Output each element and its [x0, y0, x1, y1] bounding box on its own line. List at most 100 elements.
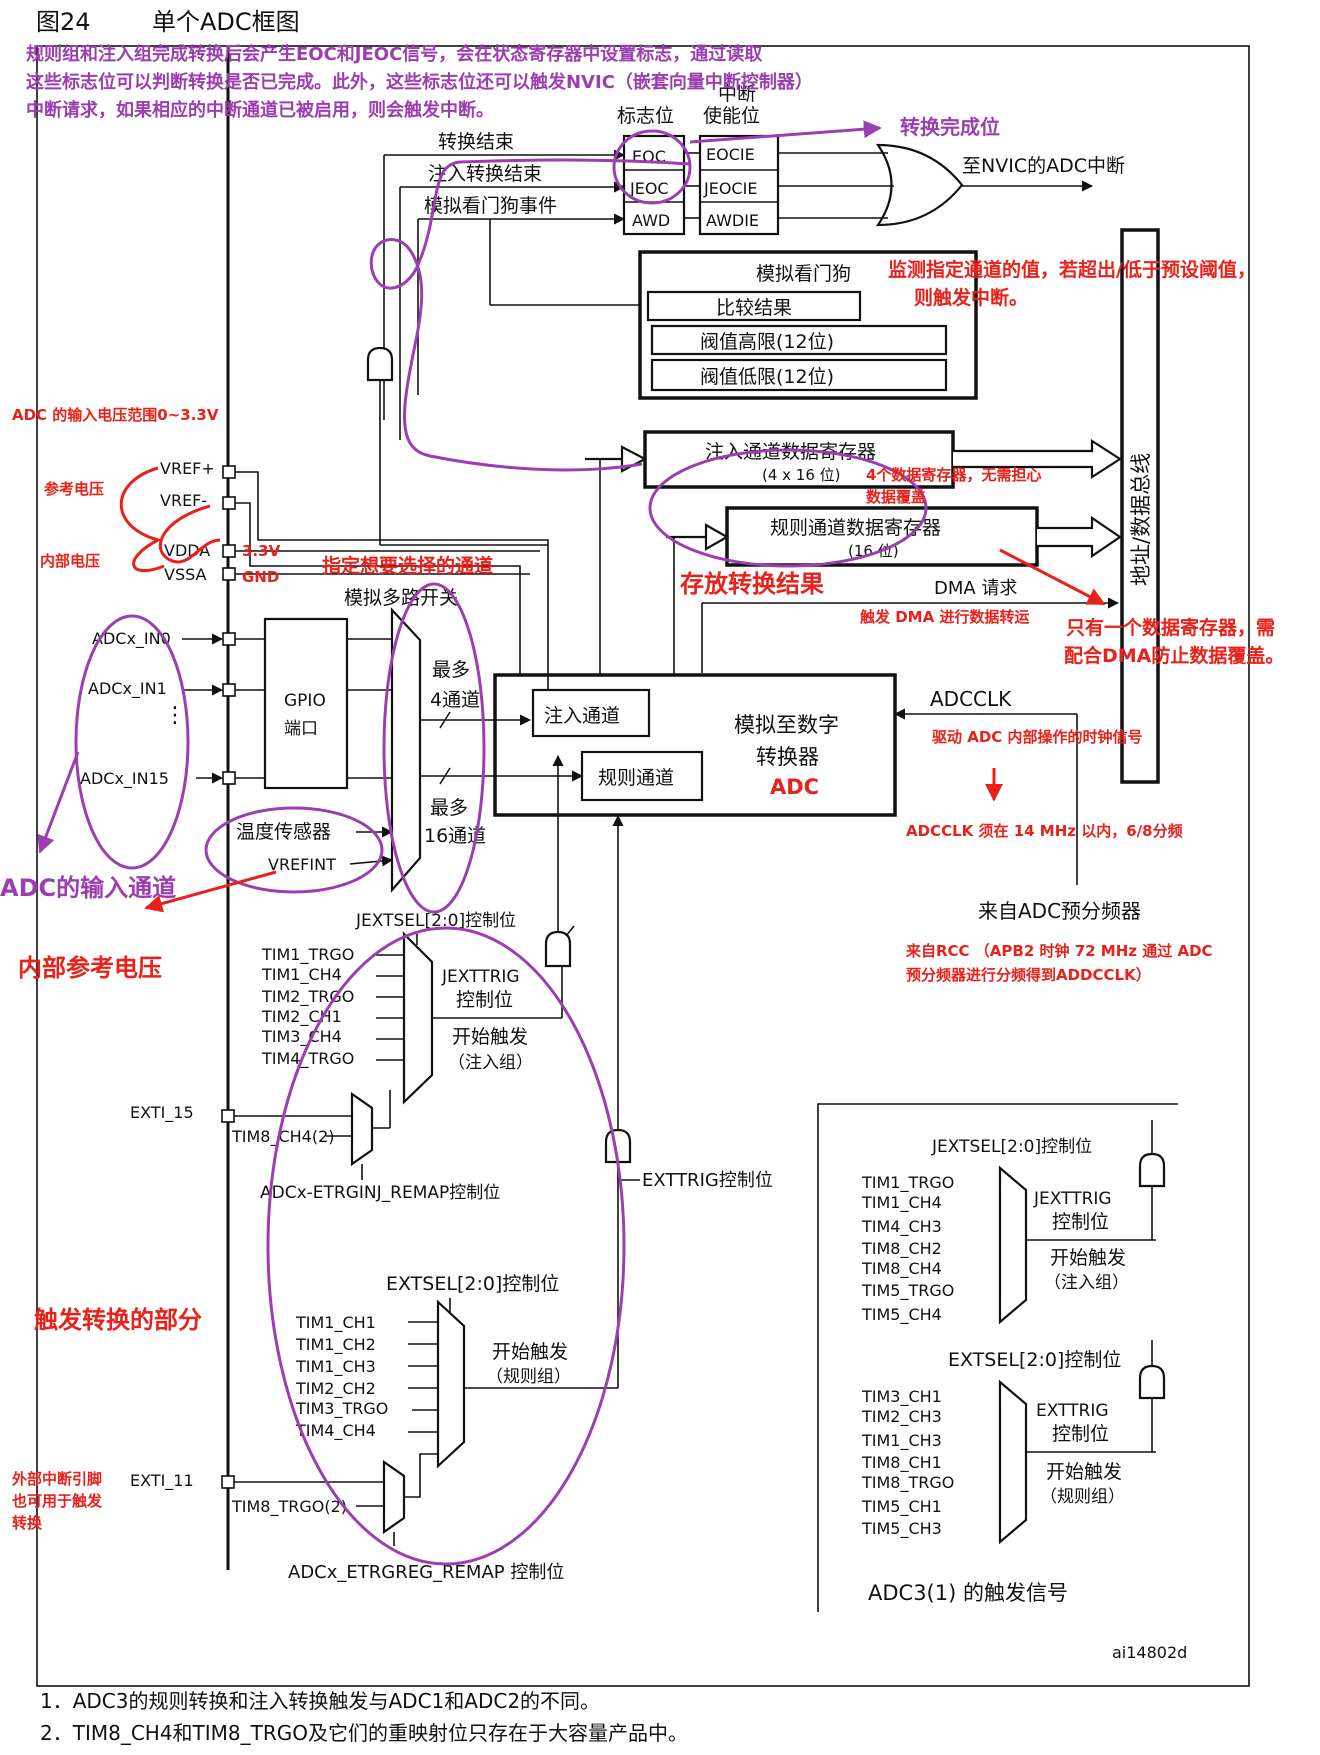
pin-adc-in1: ADCx_IN1 — [88, 679, 236, 699]
adc3-in-6: TIM5_CH3 — [861, 1519, 942, 1539]
internal-ref-note: 内部参考电压 — [18, 954, 162, 982]
input-range-note: ADC 的输入电压范围0~3.3V — [12, 406, 219, 424]
clk-limit-note: ADCCLK 须在 14 MHz 以内，6/8分频 — [906, 822, 1183, 840]
jextsel-in-4: TIM3_CH4 — [261, 1027, 342, 1047]
clk-drive-note: 驱动 ADC 内部操作的时钟信号 — [932, 728, 1143, 746]
etrgreg-mux — [382, 1459, 406, 1535]
jextsel-in-1: TIM1_CH4 — [261, 965, 342, 985]
jextsel-label: JEXTSEL[2:0]控制位 — [355, 911, 516, 931]
mux-channels-circle — [382, 582, 486, 914]
etrginj-label: ADCx-ETRGINJ_REMAP控制位 — [260, 1183, 500, 1203]
watchdog-low-box — [650, 358, 948, 392]
temp-sensor-label: 温度传感器 — [236, 821, 331, 843]
red-bracket-ref — [119, 466, 165, 573]
flag-awd: AWD — [632, 211, 670, 230]
adc3-jextsel-inputs: TIM1_TRGO TIM1_CH4 TIM4_CH3 TIM8_CH2 TIM… — [861, 1173, 954, 1325]
gpio-label-b: 端口 — [284, 719, 318, 739]
adc3-extsel-mux — [998, 1379, 1028, 1545]
adc3-start-reg-a: 开始触发 — [1046, 1461, 1122, 1483]
exti-note-2: 也可用于触发 — [12, 1492, 103, 1510]
int-enable-box — [698, 134, 780, 236]
purple-note-line-2: 这些标志位可以判断转换是否已完成。此外，这些标志位还可以触发NVIC（嵌套向量中… — [26, 71, 813, 93]
address-data-bus — [1120, 228, 1160, 784]
exttrig-label: EXTTRIG控制位 — [642, 1170, 773, 1191]
adc3-in-4: TIM8_TRGO — [861, 1473, 954, 1493]
register-circle — [648, 448, 928, 568]
gpio-label-a: GPIO — [284, 691, 326, 711]
watchdog-high: 阀值高限(12位) — [700, 331, 834, 353]
inj-reg-size: (4 x 16 位) — [762, 466, 841, 484]
ref-voltage-note: 参考电压 — [44, 480, 104, 498]
etrginj-mux — [350, 1091, 374, 1167]
adc3-caption: ADC3(1) 的触发信号 — [868, 1581, 1068, 1605]
extsel-mux — [436, 1299, 466, 1469]
int-eocie: EOCIE — [706, 145, 755, 164]
mux-label: 模拟多路开关 — [344, 587, 458, 609]
extsel-in-5: TIM4_CH4 — [295, 1421, 376, 1441]
pin-adc-in0: ADCx_IN0 — [92, 629, 236, 649]
nvic-label: 至NVIC的ADC中断 — [962, 155, 1125, 177]
start-reg-b: （规则组） — [486, 1367, 571, 1387]
pin-exti15 — [221, 1109, 235, 1123]
flag-jeoc: JEOC — [629, 179, 669, 198]
max16-b: 16通道 — [424, 825, 486, 847]
adc3-in-3: TIM8_CH1 — [861, 1453, 942, 1473]
figure-title: 单个ADC框图 — [152, 8, 300, 36]
src-awd-label: 模拟看门狗事件 — [424, 195, 557, 217]
adc3-jextsel-mux — [998, 1165, 1028, 1325]
extsel-in-2: TIM1_CH3 — [295, 1357, 376, 1377]
extsel-in-0: TIM1_CH1 — [295, 1313, 376, 1333]
exti-note-1: 外部中断引脚 — [11, 1470, 102, 1488]
injected-channel-box — [531, 688, 651, 738]
temp-vrefint-circle — [204, 806, 384, 894]
extsel-in-4: TIM3_TRGO — [295, 1399, 388, 1419]
exti-note-3: 转换 — [12, 1514, 43, 1532]
adc3-start-inj-b: （注入组） — [1044, 1273, 1129, 1293]
dma-label: DMA 请求 — [934, 578, 1017, 599]
bus-arrow-reg — [1037, 515, 1122, 559]
int-header-b: 使能位 — [703, 105, 760, 127]
pin-adc-in15: ADCx_IN15 — [80, 769, 236, 789]
regular-channel-box — [580, 750, 704, 802]
vref-minus-label: VREF- — [160, 491, 207, 510]
pin-vssa: VSSA — [164, 565, 236, 584]
rcc-note-2: 预分频器进行分频得到ADDCCLK） — [906, 966, 1151, 984]
vssa-label: VSSA — [164, 565, 207, 584]
max4-b: 4通道 — [430, 689, 480, 711]
pin-exti11 — [221, 1475, 235, 1489]
bus-arrow-inj — [953, 438, 1123, 480]
vdda-label: VDDA — [164, 541, 210, 560]
one-reg-note-1: 只有一个数据寄存器，需 — [1066, 616, 1275, 639]
trigger-part-note: 触发转换的部分 — [34, 1306, 202, 1334]
adc3-trigger-frame — [817, 1103, 1178, 1612]
four-regs-note-1: 4个数据寄存器，无需担心 — [866, 466, 1041, 484]
adc-label-c: ADC — [770, 775, 819, 799]
adc3-start-reg-b: （规则组） — [1040, 1487, 1125, 1507]
select-channel-note: 指定想要选择的通道 — [322, 554, 493, 577]
input-pins-circle — [74, 614, 190, 870]
watchdog-compare-box — [646, 290, 862, 322]
jextsel-in-3: TIM2_CH1 — [261, 1007, 342, 1027]
watchdog-high-box — [650, 324, 948, 356]
purple-note-line-1: 规则组和注入组完成转换后会产生EOC和JEOC信号，会在状态寄存器中设置标志，通… — [26, 43, 763, 65]
inj-ch-label: 注入通道 — [544, 705, 620, 727]
tim8-trgo-label: TIM8_TRGO(2) — [231, 1497, 347, 1517]
max4-a: 最多 — [432, 659, 470, 681]
adc3-jexttrig-a: JEXTTRIG — [1033, 1189, 1112, 1209]
adc3-extsel-inputs: TIM3_CH1 TIM2_CH3 TIM1_CH3 TIM8_CH1 TIM8… — [861, 1387, 954, 1539]
pin-vref-plus: VREF+ — [160, 459, 236, 479]
eoc-jeoc-circle — [612, 129, 692, 205]
four-regs-note-2: 数据覆盖 — [866, 488, 926, 506]
reg-reg-title: 规则通道数据寄存器 — [770, 517, 941, 539]
jextsel-inputs: TIM1_TRGO TIM1_CH4 TIM2_TRGO TIM2_CH1 TI… — [261, 945, 354, 1069]
figure-number: 图24 — [36, 8, 91, 36]
extsel-in-1: TIM1_CH2 — [295, 1335, 376, 1355]
in0-label: ADCx_IN0 — [92, 629, 171, 649]
extsel-in-3: TIM2_CH2 — [295, 1379, 376, 1399]
outer-frame — [36, 45, 1250, 1687]
adc3-start-inj-a: 开始触发 — [1050, 1247, 1126, 1269]
jexttrig-a: JEXTTRIG — [441, 967, 520, 987]
adc3-jin-1: TIM1_CH4 — [861, 1193, 942, 1213]
extsel-inputs: TIM1_CH1 TIM1_CH2 TIM1_CH3 TIM2_CH2 TIM3… — [295, 1313, 388, 1441]
